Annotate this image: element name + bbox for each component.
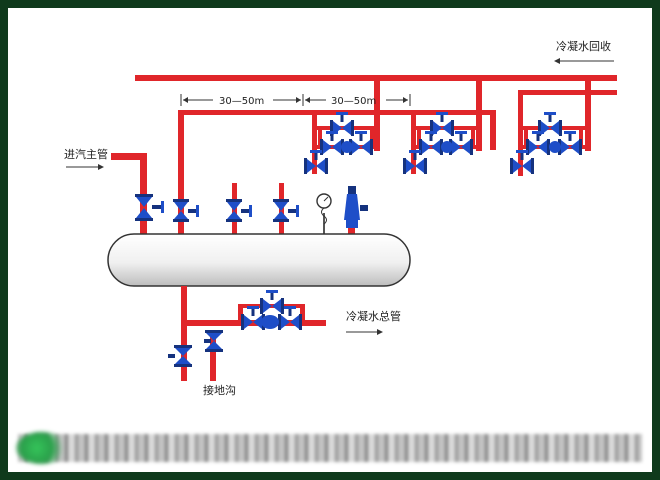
arrow-icon	[98, 164, 104, 170]
inlet-valve-1	[320, 131, 344, 155]
arrow-icon	[554, 58, 560, 64]
trap-station-1	[304, 75, 380, 174]
globe-valve-icon	[135, 194, 164, 221]
return-arrow	[554, 58, 614, 64]
condensate-return-label: 冷凝水回收	[556, 39, 611, 53]
drain-to-trench-label: 接地沟	[203, 384, 236, 397]
condensate-outlet	[168, 286, 383, 381]
steam-main-inlet-label: 进汽主管	[64, 147, 108, 161]
steam-trap-icon	[261, 315, 279, 329]
blurred-footer-strip	[18, 434, 642, 462]
trap-station-2	[403, 75, 482, 174]
bypass-valve-main	[260, 290, 284, 314]
dimension-lines	[180, 94, 411, 106]
condensate-main-label: 冷凝水总管	[346, 309, 401, 323]
globe-valve-icon	[204, 330, 223, 352]
steam-trap-icon	[341, 141, 353, 153]
globe-valve-icon	[173, 199, 199, 222]
spacing-label-2: 30—50m	[331, 96, 376, 107]
steam-trap-icon	[441, 141, 453, 153]
trap-station-3	[510, 75, 591, 176]
inlet-valve-3	[526, 131, 550, 155]
return-line-lower	[518, 90, 617, 95]
steam-inlet-main	[66, 153, 147, 241]
steam-header-vessel	[107, 233, 411, 287]
steam-trap-icon	[549, 141, 561, 153]
spacing-label-1: 30—50m	[219, 96, 264, 107]
steam-header-diagram: 冷凝水回收 进汽主管 冷凝水总管 接地沟 30—50m 30—50m	[64, 39, 617, 397]
globe-valve-icon	[168, 345, 192, 367]
pressure-gauge-icon	[316, 193, 332, 241]
arrow-icon	[377, 329, 383, 335]
header-risers	[135, 183, 299, 241]
safety-valve-icon	[344, 186, 368, 241]
footer-logo-mark	[16, 432, 68, 464]
globe-valve-icon	[226, 199, 252, 222]
inlet-valve-2	[419, 131, 443, 155]
diagram-frame: 冷凝水回收 进汽主管 冷凝水总管 接地沟 30—50m 30—50m	[8, 8, 652, 472]
globe-valve-icon	[273, 199, 299, 222]
